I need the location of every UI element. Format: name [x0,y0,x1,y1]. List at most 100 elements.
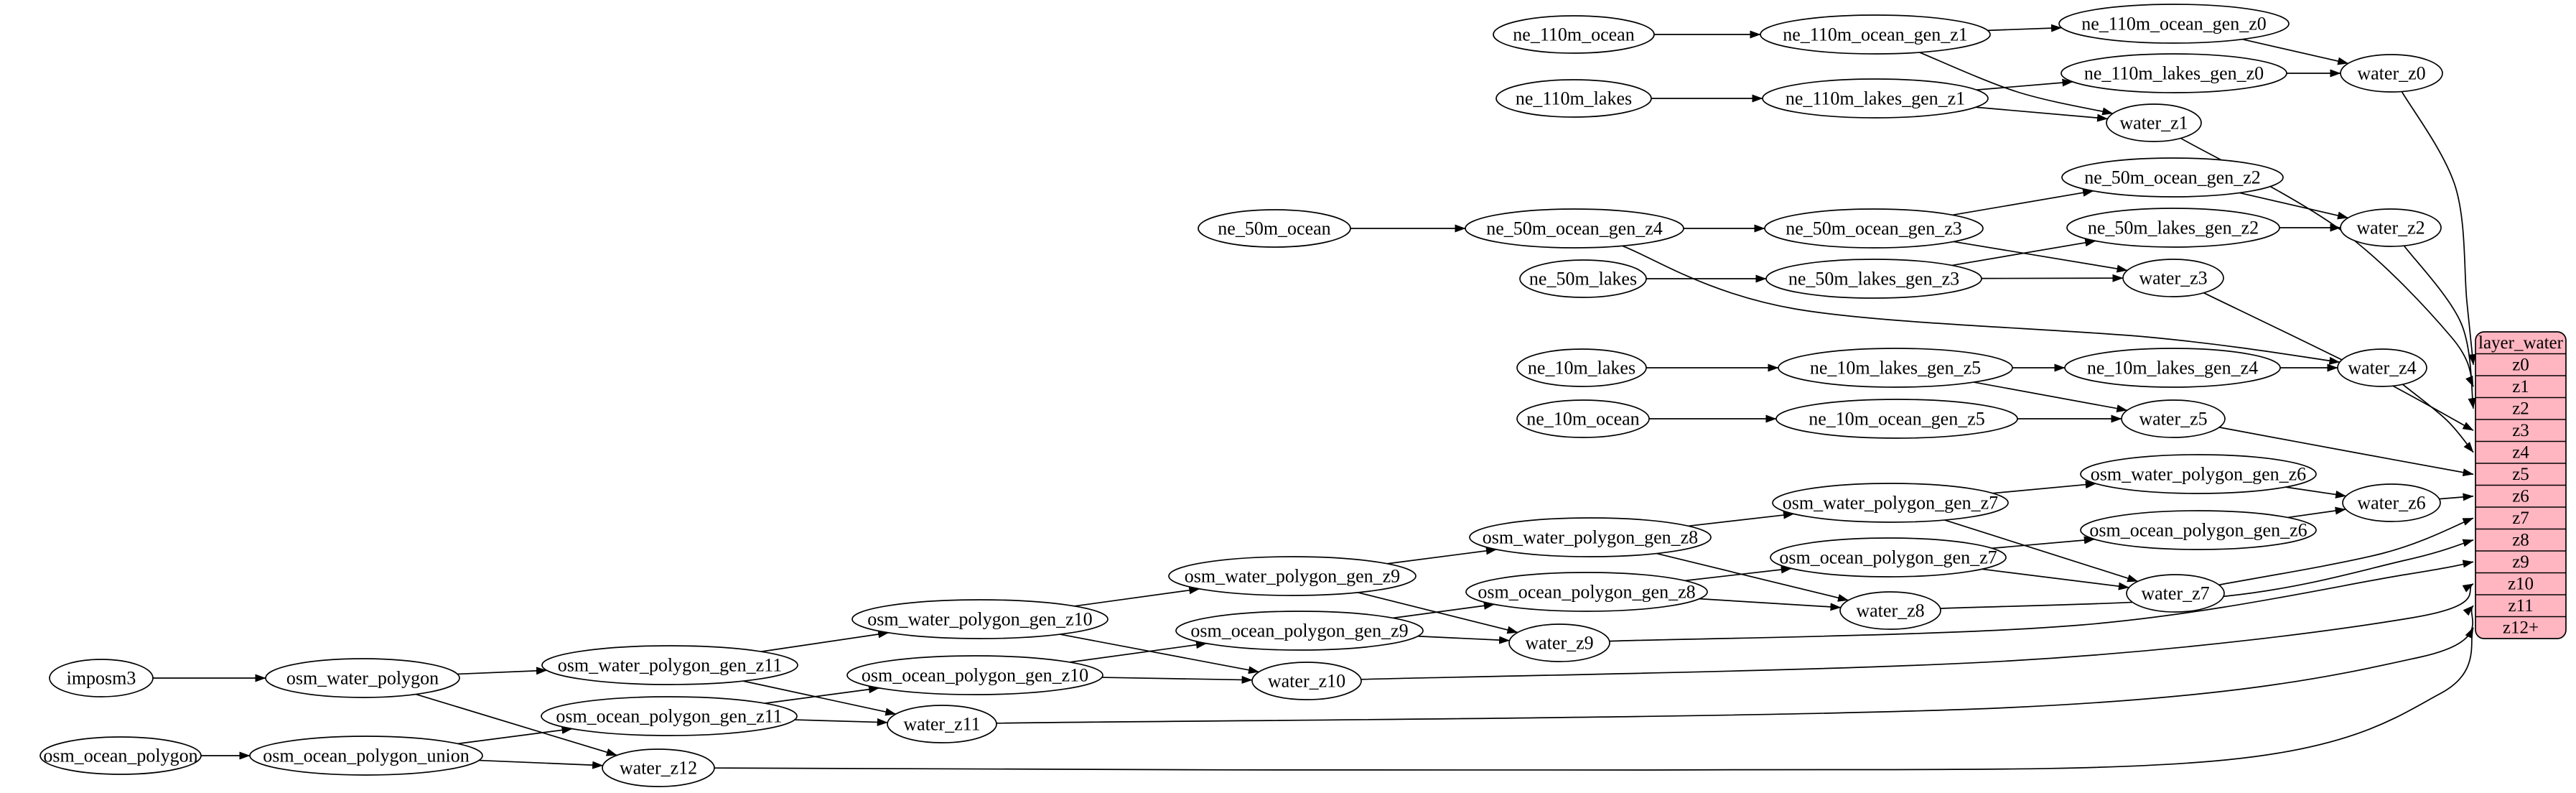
edge-osm_water_polygon-to-osm_water_polygon_gen_z11 [457,670,546,674]
edge-osm_ocean_polygon_gen_z10-to-water_z10 [1102,677,1252,680]
edge-water_z2-to-layer_water-z2 [2404,246,2473,409]
edge-osm_water_polygon_gen_z7-to-osm_water_polygon_gen_z6 [1993,483,2096,493]
record-layer_water: layer_waterz0z1z2z3z4z5z6z7z8z9z10z11z12… [2475,332,2566,639]
node-label-ne_10m_lakes: ne_10m_lakes [1528,358,1635,379]
edge-ne_110m_ocean_gen_z1-to-ne_110m_ocean_gen_z0 [1987,28,2061,31]
node-osm_ocean_polygon_gen_z7: osm_ocean_polygon_gen_z7 [1770,538,2006,577]
node-label-ne_110m_ocean: ne_110m_ocean [1513,24,1634,45]
edge-ne_50m_ocean_gen_z3-to-ne_50m_ocean_gen_z2 [1953,191,2094,215]
node-water_z10: water_z10 [1252,662,1361,700]
node-water_z0: water_z0 [2341,55,2442,92]
node-ne_10m_lakes_gen_z4: ne_10m_lakes_gen_z4 [2065,348,2280,387]
node-label-ne_110m_lakes_gen_z0: ne_110m_lakes_gen_z0 [2084,63,2264,84]
record-row-z0: z0 [2512,355,2529,374]
node-label-ne_50m_lakes_gen_z2: ne_50m_lakes_gen_z2 [2088,218,2259,238]
edge-ne_50m_ocean_gen_z3-to-water_z3 [1954,241,2127,270]
node-label-water_z10: water_z10 [1268,671,1345,692]
node-label-ne_110m_lakes: ne_110m_lakes [1516,88,1632,109]
node-label-water_z11: water_z11 [903,714,980,735]
node-label-osm_ocean_polygon_gen_z8: osm_ocean_polygon_gen_z8 [1478,582,1695,603]
edge-osm_ocean_polygon_gen_z11-to-osm_ocean_polygon_gen_z10 [765,688,879,703]
record-row-z11: z11 [2508,596,2533,616]
node-water_z1: water_z1 [2106,104,2201,142]
node-osm_ocean_polygon_gen_z11: osm_ocean_polygon_gen_z11 [541,697,797,736]
node-label-osm_water_polygon: osm_water_polygon [286,668,439,689]
node-label-osm_ocean_polygon_gen_z9: osm_ocean_polygon_gen_z9 [1190,621,1408,641]
node-ne_50m_lakes_gen_z3: ne_50m_lakes_gen_z3 [1766,259,1982,298]
node-label-water_z0: water_z0 [2357,63,2425,84]
node-label-water_z9: water_z9 [1525,633,1593,654]
node-ne_50m_ocean_gen_z2: ne_50m_ocean_gen_z2 [2062,158,2283,197]
node-ne_50m_lakes: ne_50m_lakes [1520,260,1646,297]
node-water_z2: water_z2 [2341,209,2441,246]
node-label-water_z4: water_z4 [2348,358,2416,379]
node-water_z3: water_z3 [2123,259,2223,297]
edge-osm_ocean_polygon_gen_z9-to-water_z9 [1418,636,1510,641]
node-label-water_z7: water_z7 [2141,583,2209,604]
record-row-z3: z3 [2512,421,2529,440]
node-ne_110m_ocean_gen_z0: ne_110m_ocean_gen_z0 [2059,4,2289,43]
edge-osm_ocean_polygon_gen_z11-to-water_z11 [795,720,887,723]
node-label-ne_110m_ocean_gen_z0: ne_110m_ocean_gen_z0 [2081,14,2267,34]
node-label-ne_110m_lakes_gen_z1: ne_110m_lakes_gen_z1 [1786,88,1965,109]
node-label-ne_50m_ocean_gen_z2: ne_50m_ocean_gen_z2 [2084,167,2260,188]
node-osm_ocean_polygon_gen_z8: osm_ocean_polygon_gen_z8 [1466,572,1707,611]
node-osm_water_polygon_gen_z8: osm_water_polygon_gen_z8 [1470,518,1711,557]
node-water_z9: water_z9 [1509,624,1610,662]
node-label-osm_water_polygon_gen_z8: osm_water_polygon_gen_z8 [1483,527,1698,548]
edge-ne_10m_lakes_gen_z5-to-water_z5 [1974,382,2127,410]
edge-osm_ocean_polygon_gen_z6-to-water_z6 [2287,509,2346,517]
node-water_z6: water_z6 [2343,484,2440,521]
edge-water_z6-to-layer_water-z6 [2440,496,2473,499]
edge-ne_50m_ocean_gen_z2-to-water_z2 [2239,193,2348,218]
record-row-z2: z2 [2512,399,2529,418]
node-ne_10m_lakes: ne_10m_lakes [1517,349,1646,386]
node-label-ne_10m_lakes_gen_z4: ne_10m_lakes_gen_z4 [2087,358,2258,379]
edge-osm_water_polygon_gen_z10-to-osm_water_polygon_gen_z9 [1075,589,1200,606]
node-osm_water_polygon_gen_z11: osm_water_polygon_gen_z11 [542,646,798,685]
node-ne_10m_ocean_gen_z5: ne_10m_ocean_gen_z5 [1776,399,2017,438]
edge-osm_ocean_polygon_gen_z10-to-osm_ocean_polygon_gen_z9 [1070,644,1206,662]
node-label-water_z3: water_z3 [2139,268,2207,289]
edge-ne_110m_lakes_gen_z1-to-ne_110m_lakes_gen_z0 [1977,82,2073,90]
node-ne_110m_ocean: ne_110m_ocean [1493,16,1654,53]
node-ne_10m_lakes_gen_z5: ne_10m_lakes_gen_z5 [1778,348,2012,387]
node-label-water_z12: water_z12 [620,758,697,779]
node-label-ne_50m_ocean_gen_z4: ne_50m_ocean_gen_z4 [1486,218,1662,239]
node-osm_water_polygon_gen_z6: osm_water_polygon_gen_z6 [2081,455,2316,493]
node-label-ne_50m_lakes: ne_50m_lakes [1529,269,1637,289]
node-label-osm_water_polygon_gen_z6: osm_water_polygon_gen_z6 [2091,464,2306,485]
node-ne_50m_ocean_gen_z3: ne_50m_ocean_gen_z3 [1765,209,1983,248]
node-label-osm_ocean_polygon_gen_z11: osm_ocean_polygon_gen_z11 [556,706,782,727]
record-row-z1: z1 [2512,377,2529,396]
edge-water_z4-to-layer_water-z4 [2402,384,2473,453]
node-label-osm_ocean_polygon_gen_z7: osm_ocean_polygon_gen_z7 [1779,547,1997,568]
node-label-water_z2: water_z2 [2356,218,2425,238]
node-ne_110m_ocean_gen_z1: ne_110m_ocean_gen_z1 [1760,15,1990,54]
node-osm_water_polygon: osm_water_polygon [266,659,459,697]
node-ne_50m_ocean_gen_z4: ne_50m_ocean_gen_z4 [1465,209,1684,248]
node-label-ne_10m_ocean_gen_z5: ne_10m_ocean_gen_z5 [1809,409,1984,430]
edge-osm_water_polygon_gen_z9-to-osm_water_polygon_gen_z8 [1387,549,1496,564]
node-label-osm_water_polygon_gen_z7: osm_water_polygon_gen_z7 [1783,493,1998,514]
node-osm_ocean_polygon_gen_z6: osm_ocean_polygon_gen_z6 [2081,511,2316,549]
record-row-z9: z9 [2512,552,2529,572]
edge-osm_ocean_polygon_gen_z9-to-osm_ocean_polygon_gen_z8 [1393,604,1494,618]
node-label-ne_10m_ocean: ne_10m_ocean [1526,409,1639,430]
node-label-water_z6: water_z6 [2357,493,2425,514]
node-ne_50m_lakes_gen_z2: ne_50m_lakes_gen_z2 [2067,208,2279,247]
node-label-osm_water_polygon_gen_z11: osm_water_polygon_gen_z11 [558,655,782,676]
node-osm_ocean_polygon_gen_z9: osm_ocean_polygon_gen_z9 [1176,611,1423,650]
record-layer: layer_waterz0z1z2z3z4z5z6z7z8z9z10z11z12… [2475,332,2566,639]
node-label-osm_ocean_polygon: osm_ocean_polygon [43,746,197,766]
node-osm_ocean_polygon_gen_z10: osm_ocean_polygon_gen_z10 [847,656,1103,695]
node-label-osm_ocean_polygon_gen_z10: osm_ocean_polygon_gen_z10 [862,665,1088,686]
node-label-ne_10m_lakes_gen_z5: ne_10m_lakes_gen_z5 [1810,358,1981,379]
node-osm_ocean_polygon: osm_ocean_polygon [40,737,201,774]
node-water_z4: water_z4 [2338,349,2427,386]
node-label-water_z5: water_z5 [2139,409,2207,430]
record-row-z8: z8 [2512,530,2529,549]
node-label-water_z8: water_z8 [1856,600,1924,621]
node-water_z12: water_z12 [602,749,714,787]
node-ne_110m_lakes_gen_z1: ne_110m_lakes_gen_z1 [1763,79,1988,118]
